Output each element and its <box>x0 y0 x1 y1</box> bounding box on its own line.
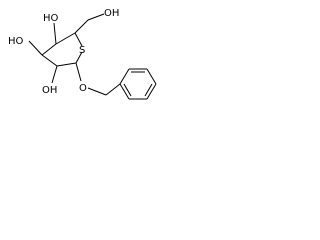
thioglucoside-structure: HO HO OH OH S O <box>8 8 157 100</box>
bonds <box>28 13 157 100</box>
bond-c3-oh <box>28 40 43 56</box>
bond-ph-3 <box>146 68 157 85</box>
bond-s-c1 <box>75 51 83 64</box>
atom-label-oh-c2: OH <box>42 85 57 96</box>
bond-c5-s <box>74 32 83 47</box>
bond-c2-oh <box>51 65 58 84</box>
bond-ph-1 <box>119 68 130 85</box>
bond-ph-inner-3 <box>123 83 132 97</box>
bond-ph-4 <box>146 83 157 100</box>
atom-label-s: S <box>79 45 85 56</box>
bond-ph-6 <box>119 83 130 100</box>
bond-o-ch2 <box>87 87 107 96</box>
atom-label-ho-c3: HO <box>8 36 24 47</box>
bond-c1-c2 <box>56 62 77 67</box>
bond-ch2-ch2 <box>105 83 121 96</box>
bond-c4-oh <box>53 22 57 45</box>
bond-c4-c5 <box>55 32 76 45</box>
atom-labels: HO HO OH OH S O <box>8 8 119 96</box>
atom-label-o: O <box>79 83 87 94</box>
bond-c2-c3 <box>41 54 58 67</box>
bond-ph-inner-2 <box>144 83 153 97</box>
atom-label-ho-c4: HO <box>43 13 59 24</box>
atom-label-oh-c6: OH <box>104 8 119 19</box>
bond-c1-o <box>75 62 82 82</box>
bond-c6-oh <box>87 13 105 21</box>
bond-c5-c6 <box>74 19 89 34</box>
bond-c3-c4 <box>41 43 57 56</box>
